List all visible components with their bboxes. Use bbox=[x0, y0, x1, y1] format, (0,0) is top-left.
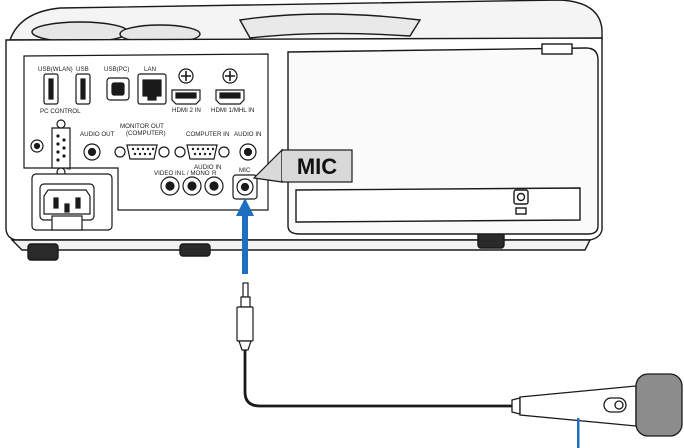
monitor-out-port bbox=[126, 144, 158, 160]
port-labels: USB(WLAN) USB USB(PC) LAN HDMI 2 IN HDMI… bbox=[38, 66, 262, 177]
label-video-in: VIDEO IN bbox=[154, 170, 181, 177]
computer-in-port bbox=[186, 144, 218, 160]
ac-inlet bbox=[31, 173, 113, 231]
label-usb: USB bbox=[76, 66, 89, 73]
label-lan: LAN bbox=[144, 66, 156, 73]
connection-arrow bbox=[236, 198, 254, 274]
label-monitor-out: MONITOR OUT bbox=[120, 123, 164, 130]
pc-control-port bbox=[51, 127, 71, 169]
label-r: R bbox=[212, 170, 217, 177]
label-l-mono: L / MONO bbox=[182, 170, 210, 177]
label-audio-in: AUDIO IN bbox=[234, 131, 262, 138]
label-usb-pc: USB(PC) bbox=[104, 66, 129, 73]
label-pc-control: PC CONTROL bbox=[40, 108, 81, 115]
label-usb-wlan: USB(WLAN) bbox=[38, 66, 73, 73]
mini-jack-plug bbox=[236, 282, 254, 351]
microphone bbox=[511, 373, 683, 437]
blue-marker bbox=[577, 418, 580, 448]
mic-head bbox=[635, 373, 683, 437]
label-audio-in-lr: AUDIO IN bbox=[194, 164, 222, 171]
label-hdmi1: HDMI 1/MHL IN bbox=[211, 107, 254, 114]
connector-panel bbox=[23, 53, 269, 211]
label-monitor-out-sub: (COMPUTER) bbox=[126, 130, 166, 137]
label-audio-out: AUDIO OUT bbox=[80, 131, 115, 138]
label-ac-symbol: ~ bbox=[66, 164, 71, 174]
label-computer-in: COMPUTER IN bbox=[186, 131, 229, 138]
mic-cable bbox=[243, 350, 512, 408]
mic-callout-text: MIC bbox=[297, 154, 337, 179]
label-hdmi2: HDMI 2 IN bbox=[172, 107, 201, 114]
label-mic: MIC bbox=[239, 167, 251, 174]
mic-callout: MIC bbox=[252, 148, 353, 183]
